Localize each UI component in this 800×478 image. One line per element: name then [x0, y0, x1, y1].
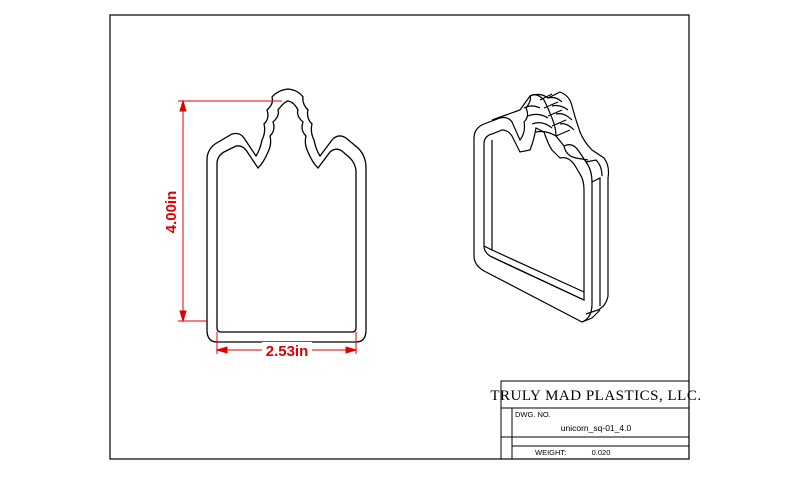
height-arrow-bottom — [179, 310, 187, 323]
front-view-outer-outline — [206, 88, 367, 343]
company-name: TRULY MAD PLASTICS, LLC. — [490, 388, 701, 404]
width-arrow-left — [215, 346, 228, 354]
iso-side-right-2 — [585, 159, 603, 177]
front-view — [206, 88, 367, 343]
iso-depth-bottom — [491, 249, 585, 293]
height-dimension — [178, 99, 282, 323]
iso-bottom-edge — [581, 309, 601, 323]
title-block — [500, 380, 690, 460]
iso-side-right — [591, 177, 601, 306]
width-arrow-right — [345, 346, 358, 354]
iso-front-inner — [483, 127, 585, 301]
title-block-frame — [500, 380, 690, 460]
width-dimension-label: 2.53in — [266, 343, 309, 360]
iso-ear-right — [563, 145, 589, 161]
iso-horn-ridges — [523, 96, 575, 137]
dwg-no-value: unicorn_sq-01_4.0 — [561, 423, 632, 433]
iso-back-outline — [491, 91, 610, 315]
front-view-inner-outline — [216, 100, 357, 333]
weight-value: 0.020 — [592, 448, 611, 457]
iso-depth-bottom-2 — [489, 255, 585, 301]
sheet-border — [109, 14, 690, 460]
dwg-no-label: DWG. NO. — [515, 410, 551, 419]
width-label-background — [262, 342, 312, 358]
weight-label: WEIGHT: — [535, 448, 566, 457]
height-dimension-label: 4.00in — [163, 191, 180, 234]
isometric-view — [473, 91, 610, 323]
iso-depth-left — [483, 140, 493, 251]
iso-horn-back — [539, 93, 571, 137]
height-arrow-top — [179, 99, 187, 112]
iso-front-outer — [473, 94, 593, 323]
